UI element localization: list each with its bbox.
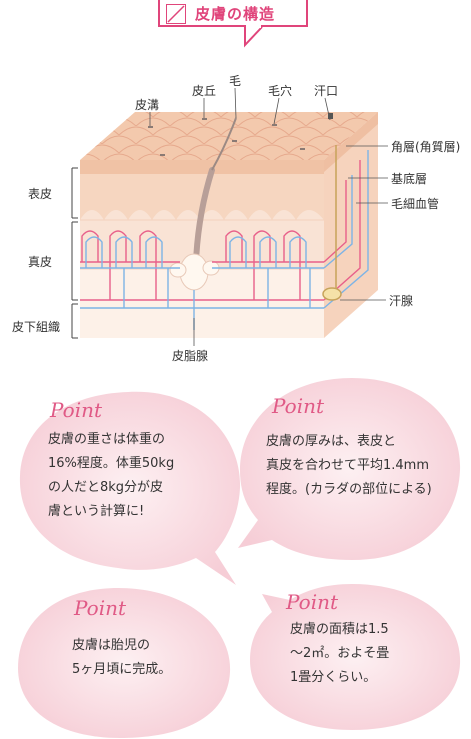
skin-diagram — [71, 87, 388, 346]
label-hishoku: 皮溝 — [135, 98, 160, 112]
label-keana: 毛穴 — [268, 84, 293, 98]
bubble-1 — [19, 391, 241, 585]
label-kanko: 汗口 — [314, 84, 339, 98]
label-kiteiso: 基底層 — [391, 172, 428, 186]
label-kansen: 汗腺 — [389, 294, 414, 308]
point-label-4: Point — [286, 590, 339, 614]
bubble-2 — [238, 378, 461, 560]
slash-icon — [166, 4, 186, 24]
bubble-4-text: 皮膚の面積は1.5 〜2㎡。およそ畳 1畳分くらい。 — [290, 622, 390, 685]
label-hikyu: 皮丘 — [192, 84, 217, 98]
label-kakuso: 角層(角質層) — [391, 140, 461, 154]
point-label-3: Point — [74, 596, 127, 620]
layer-subcutaneous: 皮下組織 — [12, 320, 61, 334]
label-mousaikekkan: 毛細血管 — [391, 197, 440, 211]
point-label-2: Point — [272, 394, 325, 418]
point-label-1: Point — [50, 398, 103, 422]
layer-dermis: 真皮 — [28, 255, 53, 269]
bubble-2-text: 皮膚の厚みは、表皮と 真皮を合わせて平均1.4mm 程度。(カラダの部位による) — [266, 434, 432, 497]
bubble-4 — [250, 584, 461, 730]
dermis-layer — [80, 210, 324, 270]
layer-epidermis: 表皮 — [28, 187, 53, 201]
label-ke: 毛 — [229, 74, 242, 88]
stratum-corneum — [80, 160, 324, 174]
bubble-3 — [18, 588, 231, 738]
title-pointer — [244, 25, 263, 48]
bubble-3-text: 皮膚は胎児の 5ヶ月頃に完成。 — [72, 638, 172, 677]
side-face — [324, 112, 378, 338]
page-title: 皮膚の構造 — [195, 5, 276, 23]
bubble-1-text: 皮膚の重さは体重の 16%程度。体重50kg の人だと8kg分が皮 膚という計算… — [48, 432, 175, 519]
label-hishisen: 皮脂腺 — [172, 349, 209, 363]
